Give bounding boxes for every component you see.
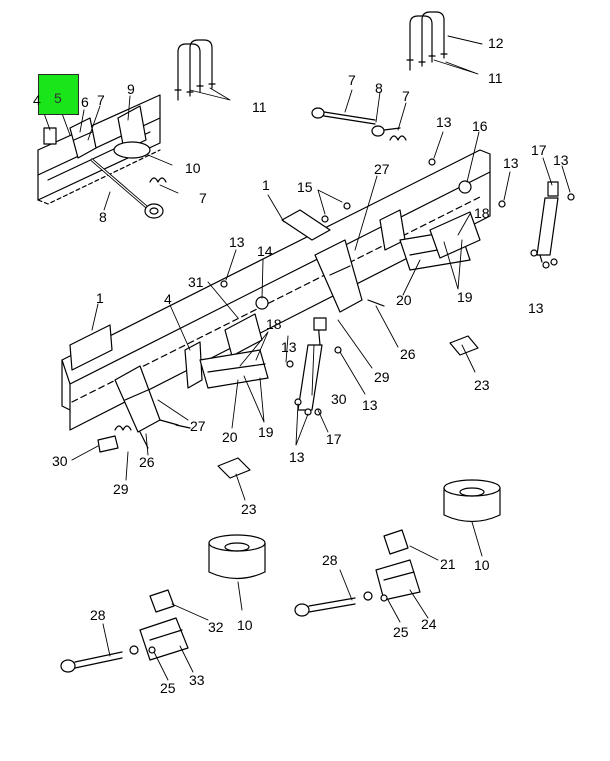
- callout-7[interactable]: 7: [402, 88, 410, 104]
- shock-absorber-right: [530, 181, 559, 269]
- callout-28[interactable]: 28: [322, 552, 338, 568]
- leader-lines: [39, 35, 571, 681]
- callout-4[interactable]: 4: [164, 291, 172, 307]
- center-left-assembly: [184, 296, 269, 389]
- front-hanger-assembly: [314, 180, 481, 313]
- callout-8[interactable]: 8: [99, 209, 107, 225]
- callout-33[interactable]: 33: [189, 672, 205, 688]
- callout-31[interactable]: 31: [188, 274, 204, 290]
- callout-1[interactable]: 1: [262, 177, 270, 193]
- callout-7[interactable]: 7: [348, 72, 356, 88]
- callout-32[interactable]: 32: [208, 619, 224, 635]
- callout-13[interactable]: 13: [289, 449, 305, 465]
- callout-26[interactable]: 26: [400, 346, 416, 362]
- callout-4[interactable]: 4: [33, 92, 41, 108]
- callout-17[interactable]: 17: [326, 431, 342, 447]
- callout-11[interactable]: 11: [488, 70, 503, 86]
- callout-10[interactable]: 10: [185, 160, 201, 176]
- lower-right-axle-seat: [294, 529, 421, 617]
- lower-left-axle-seat: [60, 589, 189, 673]
- callout-8[interactable]: 8: [375, 80, 383, 96]
- callout-14[interactable]: 14: [257, 243, 273, 259]
- callout-19[interactable]: 19: [457, 289, 473, 305]
- fasteners: [175, 158, 575, 429]
- bracket-23-lower: [217, 457, 251, 479]
- callout-23[interactable]: 23: [474, 377, 490, 393]
- bracket-23-upper: [449, 335, 479, 356]
- callout-12[interactable]: 12: [488, 35, 504, 51]
- callout-20[interactable]: 20: [396, 292, 412, 308]
- callout-30[interactable]: 30: [331, 391, 347, 407]
- callout-13[interactable]: 13: [553, 152, 569, 168]
- highlight-label: 5: [54, 90, 62, 106]
- upper-u-bolts-center: [174, 39, 216, 101]
- callout-23[interactable]: 23: [241, 501, 257, 517]
- callout-13[interactable]: 13: [436, 114, 452, 130]
- callout-13[interactable]: 13: [281, 339, 297, 355]
- callout-27[interactable]: 27: [374, 161, 390, 177]
- callout-11[interactable]: 11: [252, 99, 267, 115]
- callout-13[interactable]: 13: [362, 397, 378, 413]
- air-spring-left: [208, 534, 266, 580]
- callout-25[interactable]: 25: [160, 680, 176, 696]
- callout-7[interactable]: 7: [199, 190, 207, 206]
- callout-29[interactable]: 29: [374, 369, 390, 385]
- callout-10[interactable]: 10: [237, 617, 253, 633]
- callout-19[interactable]: 19: [258, 424, 274, 440]
- callout-9[interactable]: 9: [127, 81, 135, 97]
- callout-17[interactable]: 17: [531, 142, 547, 158]
- upper-torque-rods: [311, 107, 407, 141]
- callout-26[interactable]: 26: [139, 454, 155, 470]
- callout-25[interactable]: 25: [393, 624, 409, 640]
- callout-18[interactable]: 18: [266, 316, 282, 332]
- callout-1[interactable]: 1: [96, 290, 104, 306]
- callout-28[interactable]: 28: [90, 607, 106, 623]
- highlighted-callout-5[interactable]: 5: [38, 74, 79, 115]
- callout-13[interactable]: 13: [229, 234, 245, 250]
- callout-29[interactable]: 29: [113, 481, 129, 497]
- upper-left-hanger-assembly: [43, 105, 167, 219]
- callout-7[interactable]: 7: [97, 92, 105, 108]
- callout-20[interactable]: 20: [222, 429, 238, 445]
- callout-13[interactable]: 13: [503, 155, 519, 171]
- callout-30[interactable]: 30: [52, 453, 68, 469]
- callout-15[interactable]: 15: [297, 179, 313, 195]
- upper-u-bolts-right: [406, 11, 448, 71]
- air-spring-right: [443, 479, 501, 523]
- callout-10[interactable]: 10: [474, 557, 490, 573]
- shock-absorber-center: [294, 317, 327, 416]
- callout-27[interactable]: 27: [190, 418, 206, 434]
- callout-18[interactable]: 18: [474, 205, 490, 221]
- callout-16[interactable]: 16: [472, 118, 488, 134]
- callout-21[interactable]: 21: [440, 556, 456, 572]
- callout-6[interactable]: 6: [81, 94, 89, 110]
- callout-24[interactable]: 24: [421, 616, 437, 632]
- callout-13[interactable]: 13: [528, 300, 544, 316]
